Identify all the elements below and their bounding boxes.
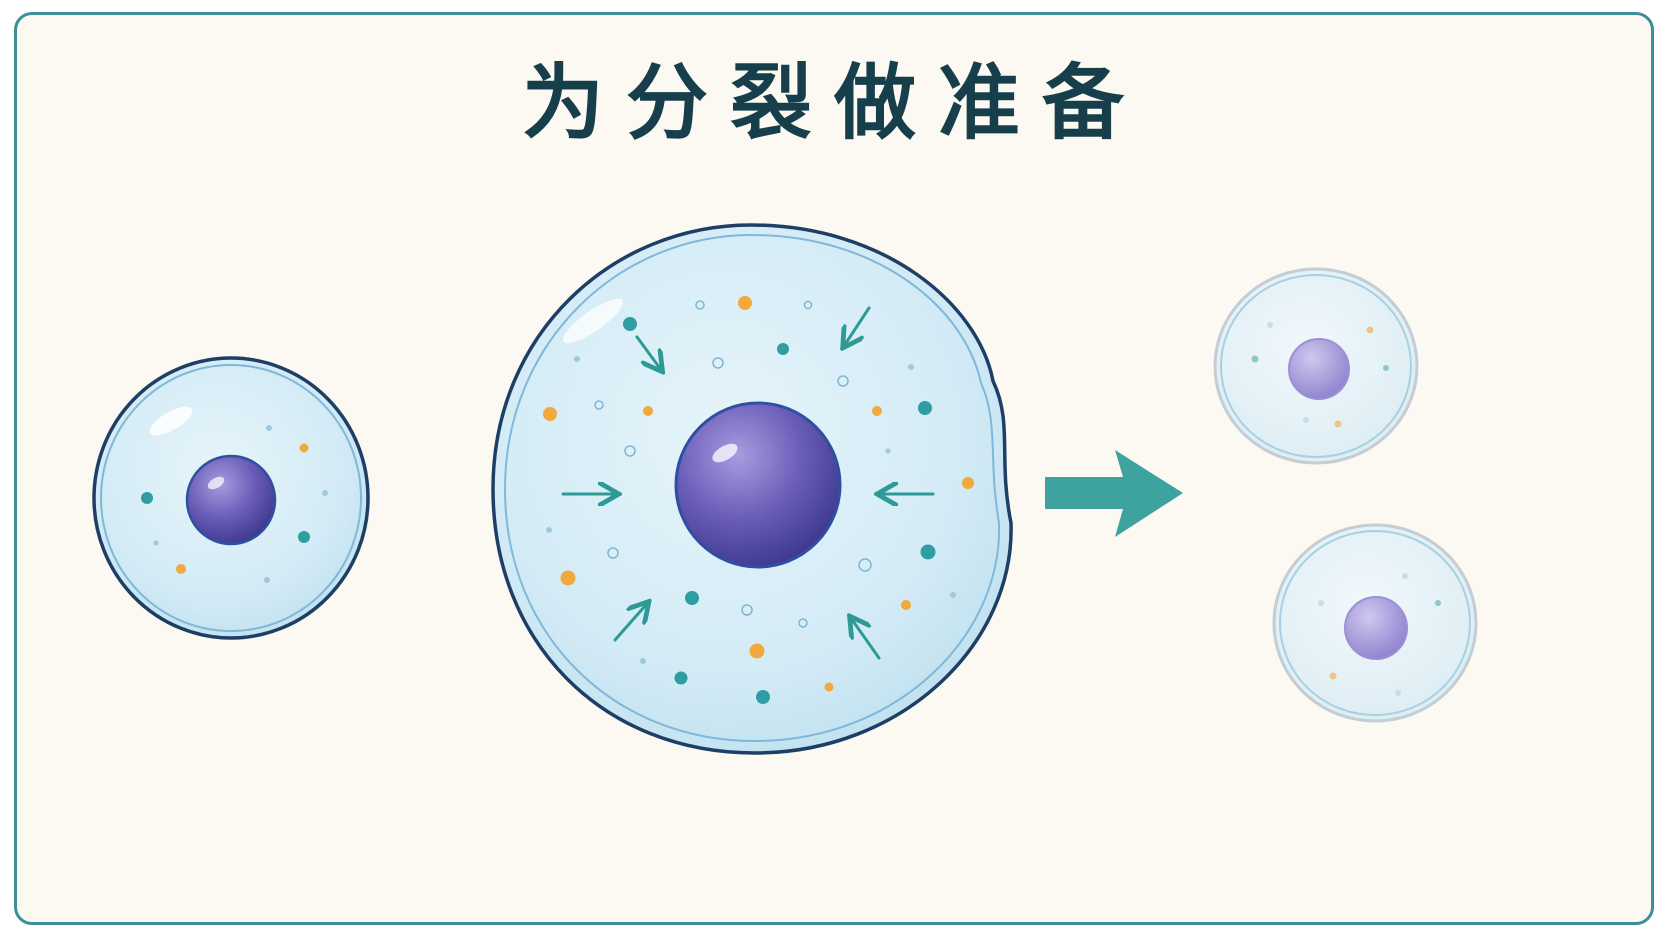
nucleus — [674, 401, 842, 569]
granules — [543, 296, 974, 704]
diagram-frame: 为分裂做准备 — [14, 12, 1654, 925]
daughter-cell-bottom — [1272, 523, 1478, 723]
daughter-cell-top — [1213, 267, 1419, 465]
inward-arrow-icon — [561, 306, 935, 660]
small-cell — [92, 356, 370, 640]
page-title: 为分裂做准备 — [521, 56, 1146, 151]
granules — [141, 425, 328, 583]
large-cell — [491, 223, 1013, 755]
right-arrow-icon — [1045, 450, 1183, 537]
cell-division-illustration — [92, 223, 1478, 755]
nucleus — [185, 454, 277, 546]
